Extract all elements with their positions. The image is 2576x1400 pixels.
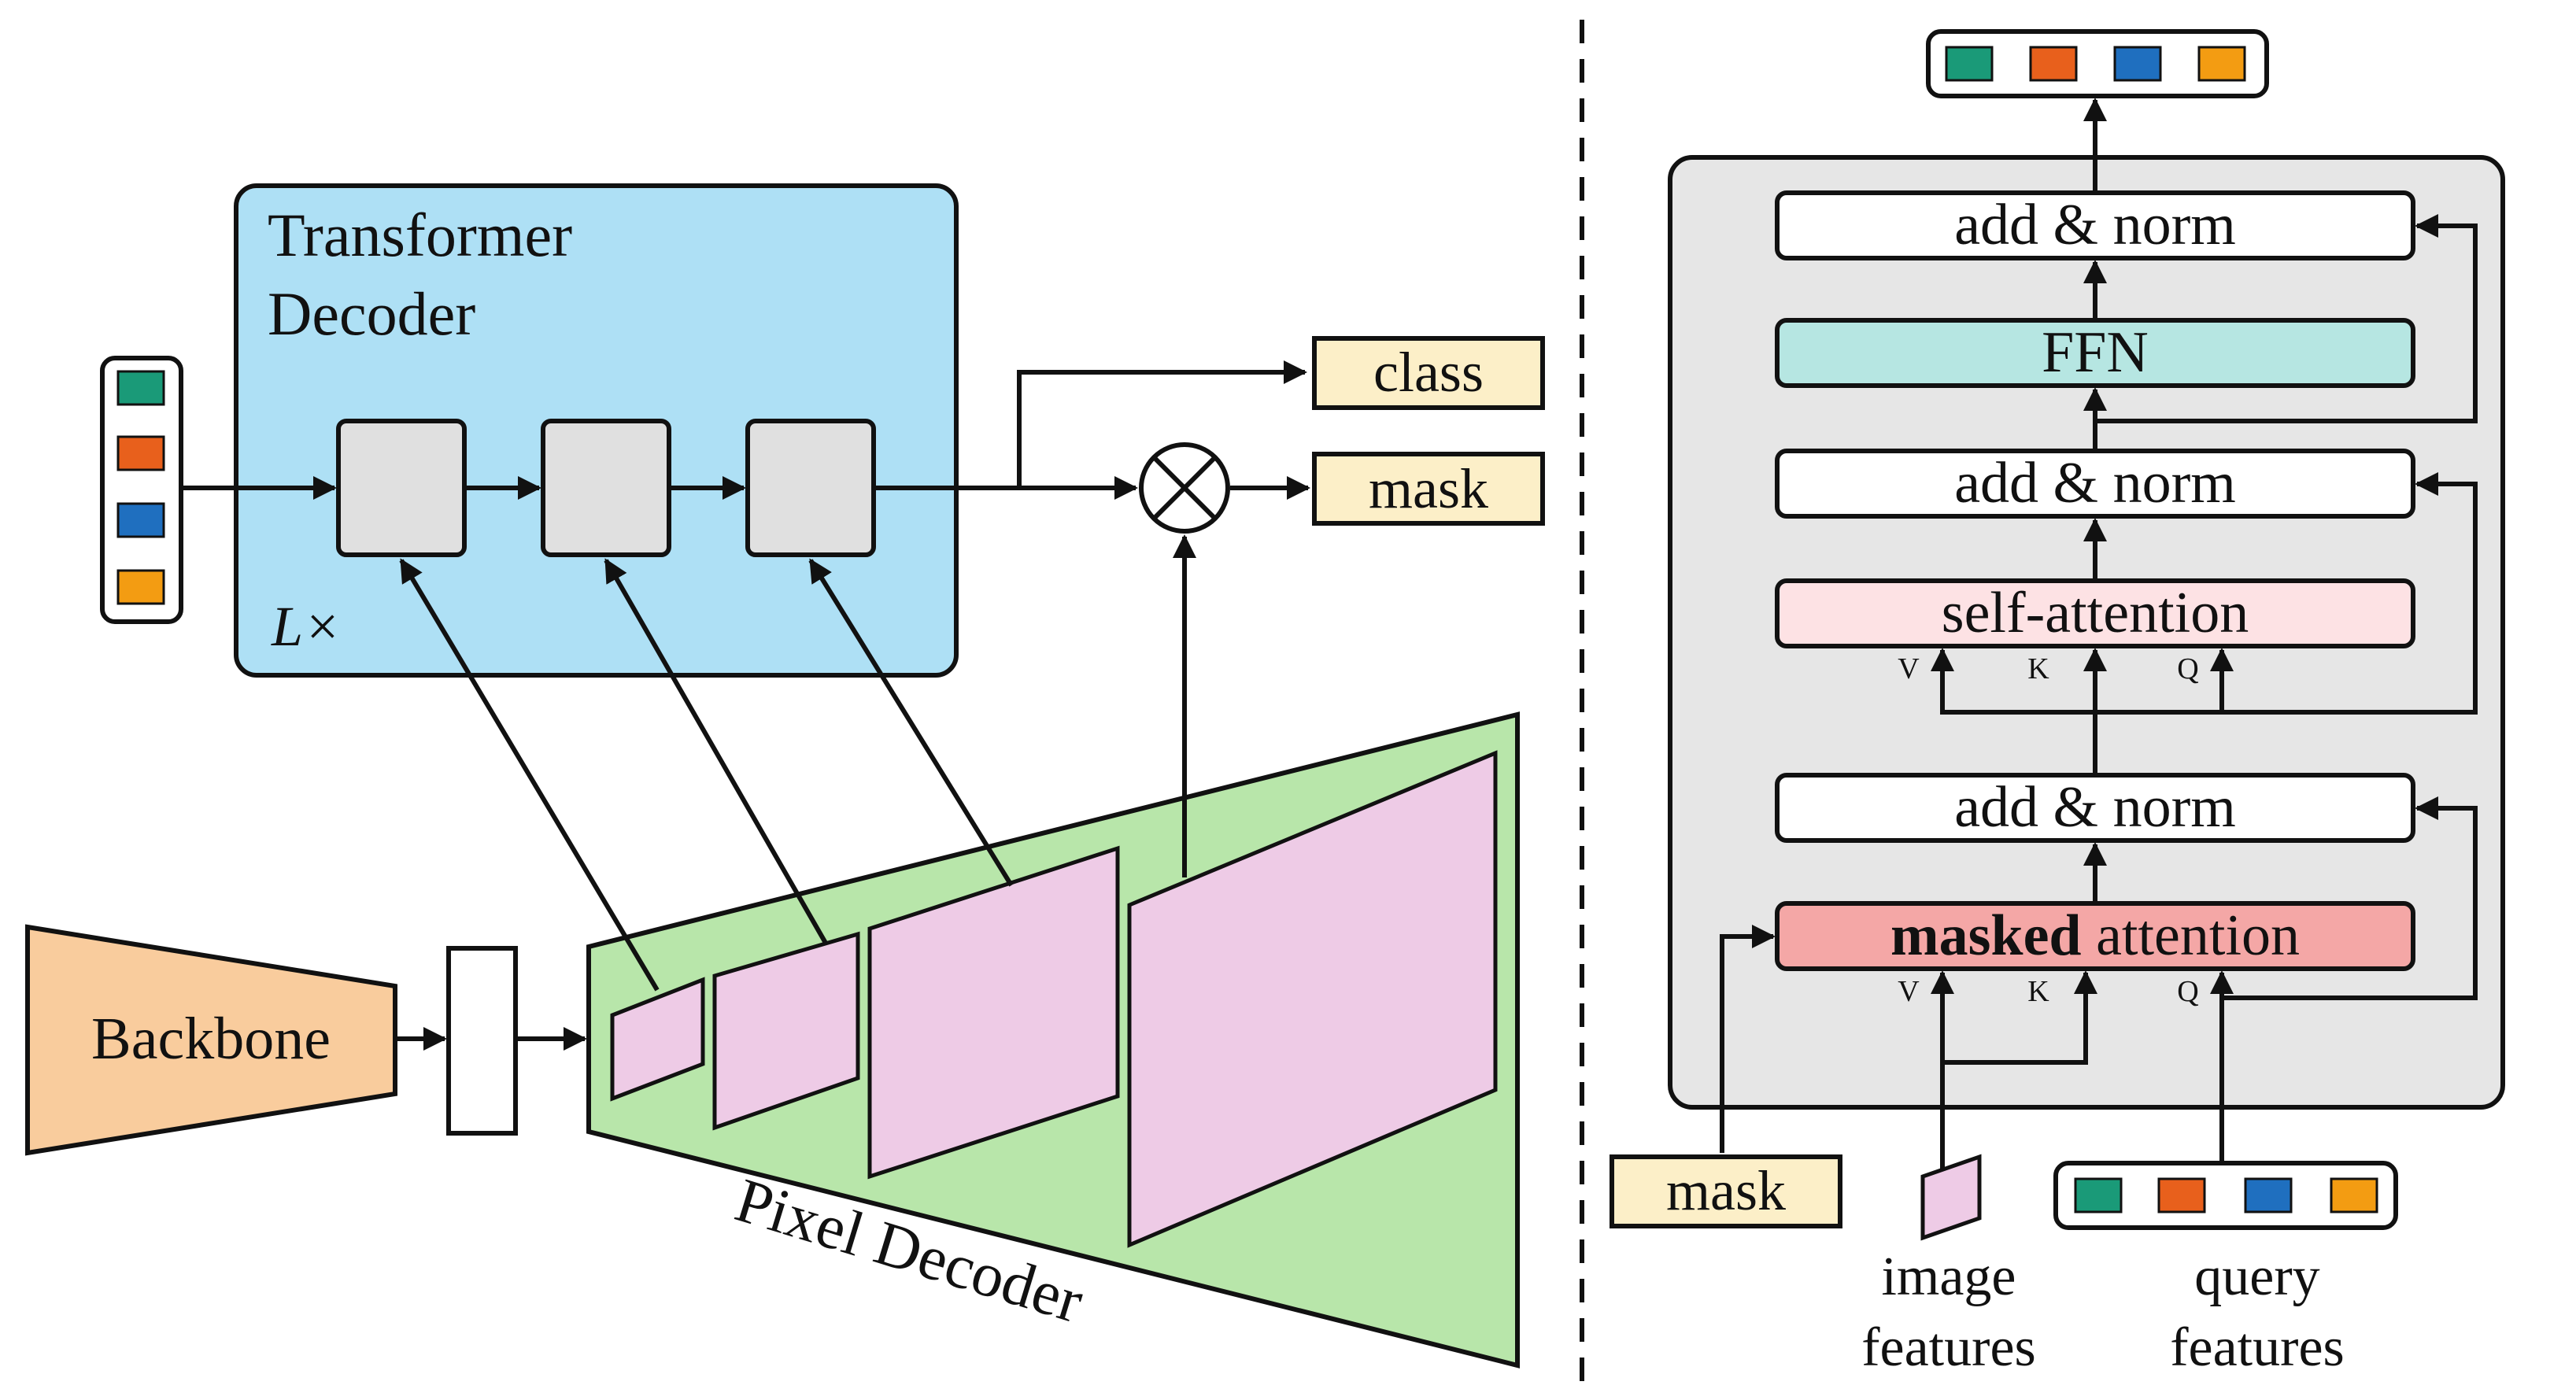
self-attn-k: K xyxy=(2027,652,2049,685)
mask-input: mask xyxy=(1610,1154,1842,1228)
self-attention-vkq: V K Q xyxy=(1898,652,2198,685)
add-norm-top-label: add & norm xyxy=(1954,193,2236,257)
masked-word: masked xyxy=(1890,903,2082,968)
top-token-red xyxy=(2029,46,2078,82)
pixel-decoder: Pixel Decoder xyxy=(586,711,1520,1369)
add-norm-low-label: add & norm xyxy=(1954,775,2236,840)
image-features-line1: image xyxy=(1881,1247,2016,1307)
backbone-label: Backbone xyxy=(91,1006,331,1072)
transformer-decoder: Transformer Decoder L× xyxy=(234,183,959,678)
self-attention-label: self-attention xyxy=(1942,581,2249,645)
feature-map-3 xyxy=(867,845,1120,1180)
right-flow-arrows xyxy=(1720,98,2478,1192)
feature-map-4 xyxy=(1127,750,1498,1248)
mask-input-label: mask xyxy=(1666,1159,1786,1222)
query-tokens-top-frame xyxy=(1926,29,2269,98)
mask-label: mask xyxy=(1369,457,1488,520)
class-label: class xyxy=(1373,341,1484,404)
self-attention-block: self-attention xyxy=(1775,578,2415,648)
qf-token-red xyxy=(2157,1177,2206,1213)
add-norm-low: add & norm xyxy=(1775,773,2415,843)
self-attn-v: V xyxy=(1898,652,1920,685)
add-norm-mid: add & norm xyxy=(1775,449,2415,519)
query-token-red xyxy=(116,435,165,471)
decoder-arrows xyxy=(181,360,1310,500)
masked-attn-q: Q xyxy=(2177,975,2198,1008)
multiply-node xyxy=(1139,442,1230,534)
qf-token-blue xyxy=(2244,1177,2293,1213)
query-token-green xyxy=(116,370,165,406)
backbone: Backbone xyxy=(25,924,397,1156)
decoder-layer-2 xyxy=(541,419,671,557)
decoder-layer-1 xyxy=(336,419,467,557)
feature-map-1 xyxy=(610,977,705,1102)
masked-attention-block: masked attention xyxy=(1775,901,2415,971)
add-norm-mid-label: add & norm xyxy=(1954,451,2236,515)
transformer-decoder-title-line2: Decoder xyxy=(268,279,475,348)
query-features-line2: features xyxy=(2170,1317,2345,1378)
image-feature-map xyxy=(1920,1154,1982,1241)
top-token-orange xyxy=(2197,46,2246,82)
backbone-shape xyxy=(25,924,397,1156)
masked-attention-vkq: V K Q xyxy=(1898,975,2198,1008)
image-features: image features xyxy=(1861,1154,2036,1378)
output-mask: mask xyxy=(1312,452,1545,526)
top-token-blue xyxy=(2113,46,2162,82)
query-features-frame xyxy=(2053,1161,2398,1230)
feature-to-layer-arrows xyxy=(399,534,1196,992)
decoder-layer-3 xyxy=(745,419,876,557)
masked-attn-k: K xyxy=(2027,975,2049,1008)
query-features-line1: query xyxy=(2194,1247,2319,1307)
qf-token-green xyxy=(2074,1177,2123,1213)
mask-input-box xyxy=(1610,1154,1842,1228)
query-tokens-left xyxy=(100,356,183,624)
add-norm-top: add & norm xyxy=(1775,190,2415,260)
mask-box xyxy=(1312,452,1545,526)
query-tokens-top xyxy=(1926,29,2269,98)
feature-map-2 xyxy=(712,931,860,1131)
repeat-label: L× xyxy=(271,595,342,658)
top-token-green xyxy=(1945,46,1994,82)
qf-token-orange xyxy=(2330,1177,2378,1213)
image-features-line2: features xyxy=(1861,1317,2036,1378)
transformer-decoder-title-line1: Transformer xyxy=(268,201,572,269)
class-box xyxy=(1312,336,1545,410)
ffn-block: FFN xyxy=(1775,318,2415,388)
output-class: class xyxy=(1312,336,1545,410)
query-token-blue xyxy=(116,502,165,538)
query-features: query features xyxy=(2053,1161,2398,1378)
self-attn-q: Q xyxy=(2177,652,2198,685)
masked-attn-v: V xyxy=(1898,975,1920,1008)
attention-word: attention xyxy=(2082,903,2300,968)
backbone-feature-box xyxy=(446,946,518,1136)
masked-attention-label: masked attention xyxy=(1890,903,2300,968)
ffn-label: FFN xyxy=(2042,320,2149,385)
query-token-orange xyxy=(116,569,165,605)
